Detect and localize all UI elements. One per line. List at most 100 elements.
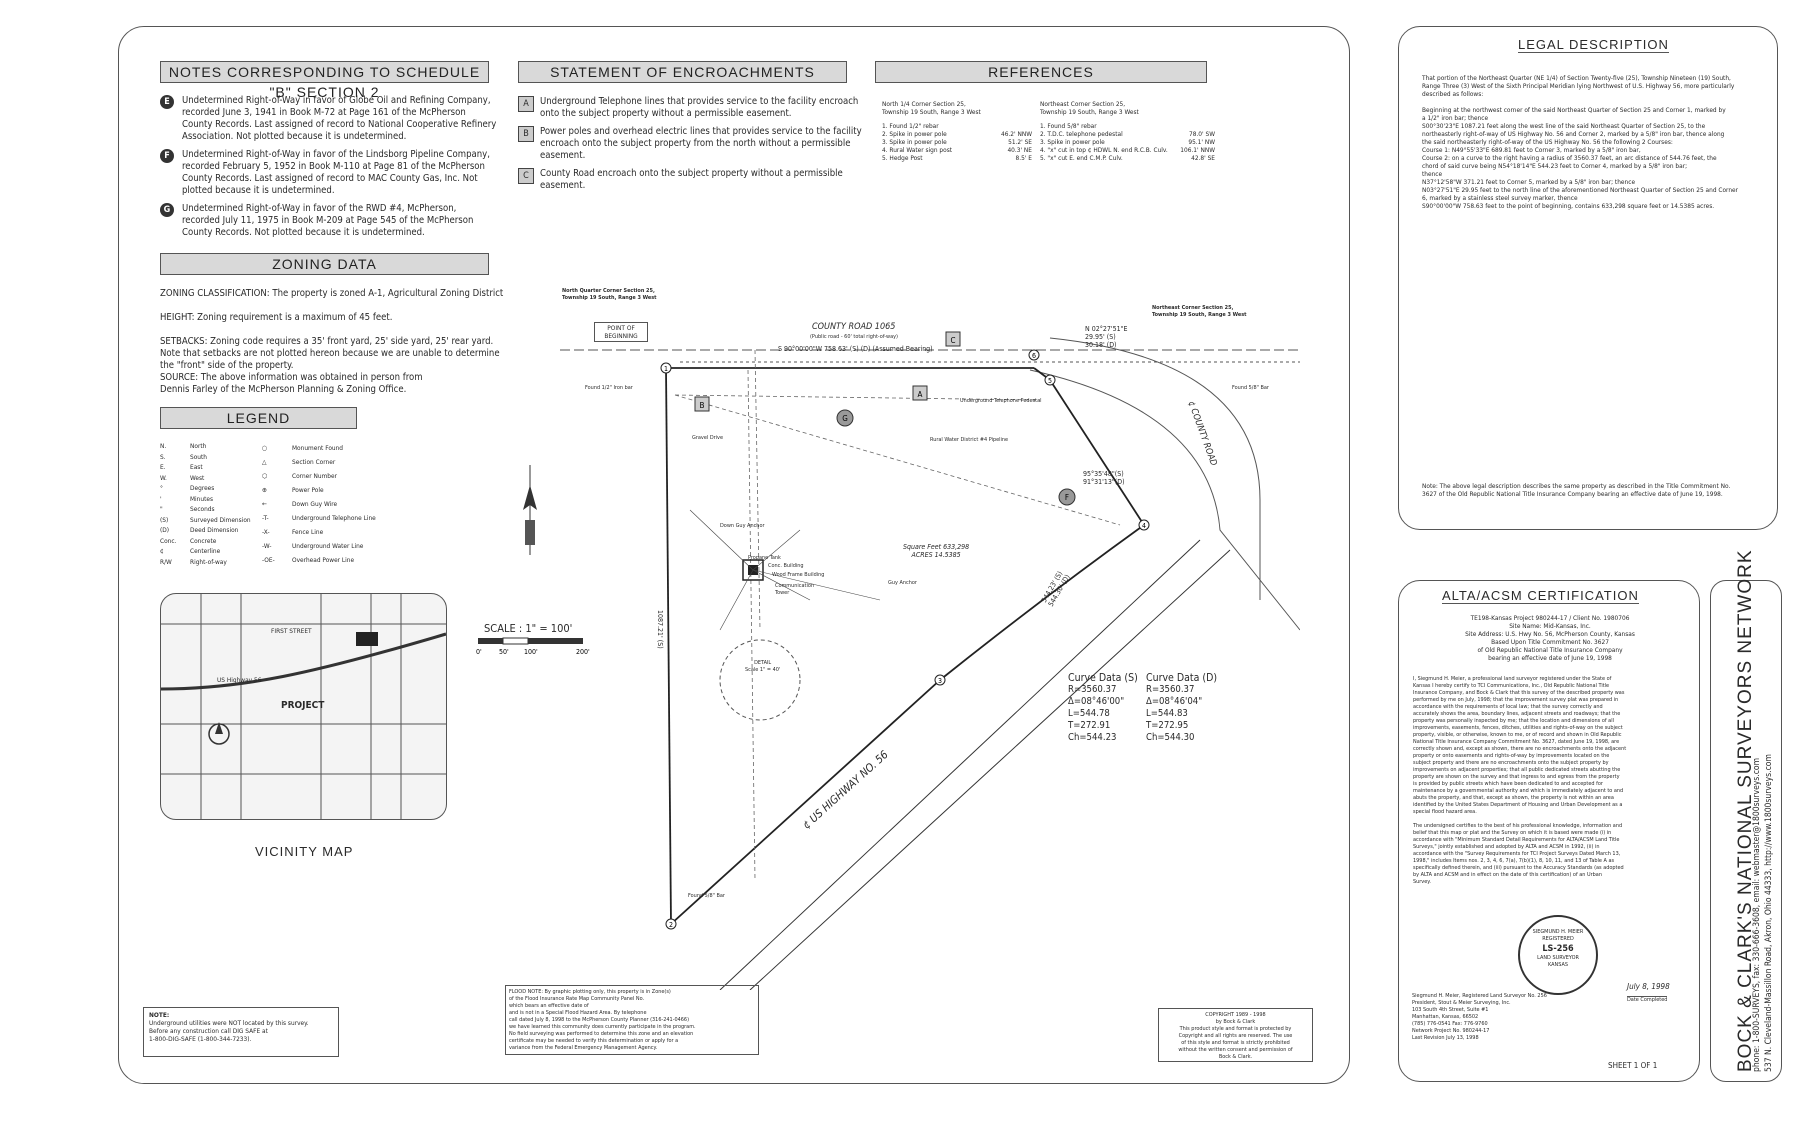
reference-left-heading: Township 19 South, Range 3 West (882, 108, 981, 116)
legend-abbr-row: W.West (160, 473, 280, 484)
certification-frame (1398, 580, 1700, 1082)
schedule-b-line: County Records. Last assigned of record … (182, 173, 478, 184)
reference-right-distance: 42.8' SE (1191, 154, 1215, 162)
reference-left-distance: 40.3' NE (1007, 146, 1032, 154)
legend-symbol-meaning: Section Corner (292, 458, 336, 466)
zoning-line: the "front" side of the property. (160, 360, 294, 371)
curve-d-value: Δ=08°46'04" (1146, 696, 1203, 707)
legend-abbr-symbol: ¢ (160, 547, 164, 555)
legend-symbol-meaning: Down Guy Wire (292, 500, 338, 508)
reference-left-item: 5. Hedge Post (882, 154, 923, 162)
zoning-line: SOURCE: The above information was obtain… (160, 372, 423, 383)
schedule-b-line: recorded February 5, 1952 in Book M-110 … (182, 161, 485, 172)
legal-line: chord of said curve being N54°18'14"E 54… (1422, 162, 1688, 170)
encroachment-item: B Power poles and overhead electric lines… (518, 126, 863, 162)
references-left: North 1/4 Corner Section 25,Township 19 … (882, 100, 1032, 162)
legend-symbols: ○Monument Found△Section Corner⬡Corner Nu… (262, 441, 412, 567)
cert-body-line: accordance with "Minimum Standard Detail… (1413, 837, 1620, 843)
legend-symbol-symbol: △ (262, 458, 267, 466)
legend-abbr-row: (D)Deed Dimension (160, 525, 280, 536)
scale-tick-0: 0' (476, 648, 482, 656)
cert-body-line: property or onto easements and rights-of… (1413, 753, 1610, 759)
cert-body-line: National Title Insurance Company Commitm… (1413, 739, 1620, 745)
encroachment-mark-b: B (518, 126, 534, 142)
zoning-line (160, 324, 505, 336)
legend-abbr-meaning: Seconds (190, 505, 215, 513)
copyright-line: Copyright and all rights are reserved. T… (1178, 1033, 1293, 1039)
legal-line: northeasterly right-of-way of US Highway… (1422, 130, 1725, 138)
northeast-corner-label: Northeast Corner Section 25,Township 19 … (1152, 305, 1247, 318)
encroachment-line: onto the subject property without a perm… (540, 108, 792, 119)
encroachment-line: Underground Telephone lines that provide… (540, 96, 859, 107)
guy-anchor-label: Guy Anchor (888, 580, 917, 586)
sheet-number: SHEET 1 OF 1 (1608, 1061, 1658, 1070)
plat-mark-f: F (1065, 493, 1069, 502)
copyright-line: This product style and format is protect… (1179, 1026, 1292, 1032)
reference-left-heading: North 1/4 Corner Section 25, (882, 100, 966, 108)
copyright-line: of this style and format is strictly pro… (1181, 1040, 1290, 1046)
flood-note-line: certificate may be needed to verify this… (509, 1038, 679, 1044)
cert-body-line: by ALTA and ACSM and in effect on the da… (1413, 872, 1602, 878)
flood-note-line: and is not in a Special Flood Hazard Are… (509, 1010, 647, 1016)
corner-number-5: 5 (1048, 377, 1052, 385)
schedule-b-line: recorded June 3, 1941 in Book M-72 at Pa… (182, 107, 466, 118)
encroachment-line: Power poles and overhead electric lines … (540, 126, 862, 137)
north-arrow-icon (523, 465, 537, 555)
copyright-line: Bock & Clark. (1218, 1054, 1253, 1060)
schedule-b-mark-e: E (160, 95, 174, 109)
schedule-b-mark-f: F (160, 149, 174, 163)
legend-abbr-row: S.South (160, 452, 280, 463)
north-quarter-corner-label: North Quarter Corner Section 25,Township… (562, 288, 657, 301)
legend-symbol-symbol: ○ (262, 444, 268, 452)
cert-body-line: accurately shows the area, boundary line… (1413, 711, 1621, 717)
cert-body-line: The undersigned certifies to the best of… (1413, 823, 1623, 829)
legend-abbr-meaning: Surveyed Dimension (190, 515, 251, 524)
county-road-label: COUNTY ROAD 1065 (812, 322, 896, 332)
note-line: Underground utilities were NOT located b… (149, 1019, 309, 1027)
legend-abbr-meaning: Deed Dimension (190, 526, 239, 534)
signer-line: President, Stout & Meier Surveying, Inc. (1412, 1000, 1511, 1006)
west-line-distance: 1087.21' (S) (656, 610, 664, 649)
survey-plat: 1 2 3 4 5 6 G F B A C (560, 331, 1300, 990)
cert-head-line: Based Upon Title Commitment No. 3627 (1491, 638, 1609, 646)
legend-symbol-meaning: Monument Found (292, 444, 344, 452)
plat-mark-g: G (842, 414, 848, 423)
flood-note-line: we have learned this community does curr… (509, 1024, 696, 1030)
zoning-line (160, 300, 505, 312)
reference-left-item: 4. Rural Water sign post (882, 146, 953, 154)
cert-body-line: maintenance by a governmental authority … (1413, 788, 1624, 794)
reference-right-row: 4. "x" cut in top ¢ HDWL N. end R.C.B. C… (1040, 146, 1215, 154)
scale-tick-200: 200' (576, 648, 590, 656)
cert-body-line: property, visible, or otherwise, known t… (1413, 732, 1622, 738)
legend-abbr-meaning: South (190, 452, 207, 461)
zoning-text: ZONING CLASSIFICATION: The property is z… (160, 288, 505, 396)
encroachment-line: easement. (540, 150, 586, 161)
legend-symbol-meaning: Underground Telephone Line (292, 514, 376, 522)
legal-line: Range Three (3) West of the Sixth Princi… (1422, 82, 1735, 90)
legend-abbr-row: Conc.Concrete (160, 536, 280, 547)
cert-head-line: of Old Republic National Title Insurance… (1477, 646, 1623, 654)
surveyor-signature-block: Siegmund H. Meier, Registered Land Surve… (1412, 993, 1592, 1042)
dig-safe-note-box: NOTE: Underground utilities were NOT loc… (143, 1007, 339, 1057)
found-bar-label-sw: Found 5/8" Bar (688, 893, 725, 899)
curve-d-value: L=544.83 (1146, 708, 1188, 719)
legend-symbol-row: ←Down Guy Wire (262, 497, 412, 511)
copyright-line: COPYRIGHT 1989 - 1998 (1205, 1012, 1266, 1018)
cert-body-line: identified by the United States Departme… (1413, 802, 1623, 808)
reference-left-item: 2. Spike in power pole (882, 130, 947, 138)
flood-note-line: of the Flood Insurance Rate Map Communit… (509, 996, 645, 1002)
legal-description-frame (1398, 26, 1778, 530)
legend-abbr-row: 'Minutes (160, 494, 280, 505)
zoning-line: HEIGHT: Zoning requirement is a maximum … (160, 312, 393, 323)
zoning-header: ZONING DATA (160, 253, 489, 275)
legend-abbr-row: ¢Centerline (160, 546, 280, 557)
legend-abbr-row: (S)Surveyed Dimension (160, 515, 280, 526)
legend-abbr-meaning: East (190, 463, 203, 471)
legal-note-line: 3627 of the Old Republic National Title … (1422, 490, 1723, 498)
note-title: NOTE: (149, 1011, 170, 1019)
